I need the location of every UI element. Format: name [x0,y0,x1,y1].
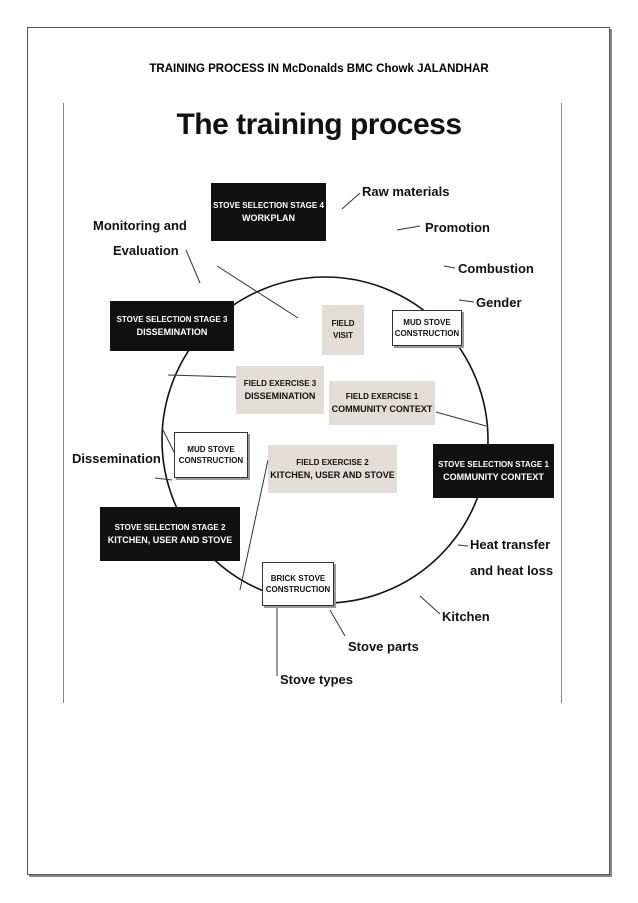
topic-stove-types: Stove types [280,672,353,687]
topic-promotion: Promotion [425,220,490,235]
exercise2-connector [239,459,269,591]
raw-materials-leader [341,192,361,210]
topic-kitchen: Kitchen [442,609,490,624]
page-header: TRAINING PROCESS IN McDonalds BMC Chowk … [149,63,489,75]
stage2-line1: STOVE SELECTION STAGE 2 [114,523,226,532]
brick-stove-box: BRICK STOVE CONSTRUCTION [262,562,334,606]
mud-stove-right-line2: CONSTRUCTION [394,329,460,338]
stage1-line1: STOVE SELECTION STAGE 1 [438,460,549,469]
dissemination-leader [154,477,173,481]
exercise1-connector [435,411,487,427]
brick-stove-line2: CONSTRUCTION [265,585,331,594]
stage3-box: STOVE SELECTION STAGE 3 DISSEMINATION [110,301,234,351]
diagram-title: The training process [176,108,462,141]
mud-stove-right-box: MUD STOVE CONSTRUCTION [392,310,462,346]
stage1-line2: COMMUNITY CONTEXT [443,472,544,482]
stage3-line2: DISSEMINATION [136,327,208,337]
stage4-line1: STOVE SELECTION STAGE 4 [213,201,324,210]
topic-raw-materials: Raw materials [362,184,450,199]
field-visit-connector [216,265,299,319]
stage2-box: STOVE SELECTION STAGE 2 KITCHEN, USER AN… [100,507,240,561]
stage4-line2: WORKPLAN [242,213,295,223]
field-exercise3-line1: FIELD EXERCISE 3 [243,379,317,388]
topic-monitoring-line1: Monitoring and [93,218,187,233]
topic-heat-transfer-line1: Heat transfer [470,537,551,552]
field-visit-line1: FIELD [331,319,355,328]
brick-stove-line1: BRICK STOVE [270,574,326,583]
combustion-leader [443,265,456,269]
promotion-leader [396,225,421,231]
stage4-box: STOVE SELECTION STAGE 4 WORKPLAN [211,183,326,241]
field-exercise1-line2: COMMUNITY CONTEXT [331,404,433,414]
field-exercise3-line2: DISSEMINATION [244,391,316,401]
diagram-figure [63,103,562,703]
stage3-line1: STOVE SELECTION STAGE 3 [116,315,228,324]
topic-stove-parts: Stove parts [348,639,419,654]
kitchen-leader [419,595,441,615]
field-exercise2-box: FIELD EXERCISE 2 KITCHEN, USER AND STOVE [268,445,397,493]
field-exercise2-line1: FIELD EXERCISE 2 [296,458,369,467]
field-exercise1-box: FIELD EXERCISE 1 COMMUNITY CONTEXT [329,381,435,425]
stage2-line2: KITCHEN, USER AND STOVE [107,535,233,545]
exercise3-connector [167,374,237,378]
field-exercise2-line2: KITCHEN, USER AND STOVE [270,470,395,480]
stage1-box: STOVE SELECTION STAGE 1 COMMUNITY CONTEX… [433,444,554,498]
mud-stove-left-box: MUD STOVE CONSTRUCTION [174,432,248,478]
mud-stove-right-line1: MUD STOVE [403,318,451,327]
topic-heat-transfer-line2: and heat loss [470,563,554,578]
heat-transfer-leader [457,544,469,547]
field-visit-box: FIELD VISIT [322,305,364,355]
mud-stove-left-line2: CONSTRUCTION [178,456,244,465]
field-visit-line2: VISIT [332,331,353,340]
stove-parts-leader [329,609,346,637]
mud-stove-left-line1: MUD STOVE [187,445,235,454]
topic-gender: Gender [476,295,522,310]
field-exercise3-box: FIELD EXERCISE 3 DISSEMINATION [236,366,324,414]
field-exercise1-line1: FIELD EXERCISE 1 [345,392,419,401]
gender-leader [458,299,475,303]
topic-combustion: Combustion [458,261,534,276]
topic-monitoring-line2: Evaluation [113,243,179,258]
topic-dissemination: Dissemination [72,451,161,466]
monitoring-leader [185,249,201,284]
